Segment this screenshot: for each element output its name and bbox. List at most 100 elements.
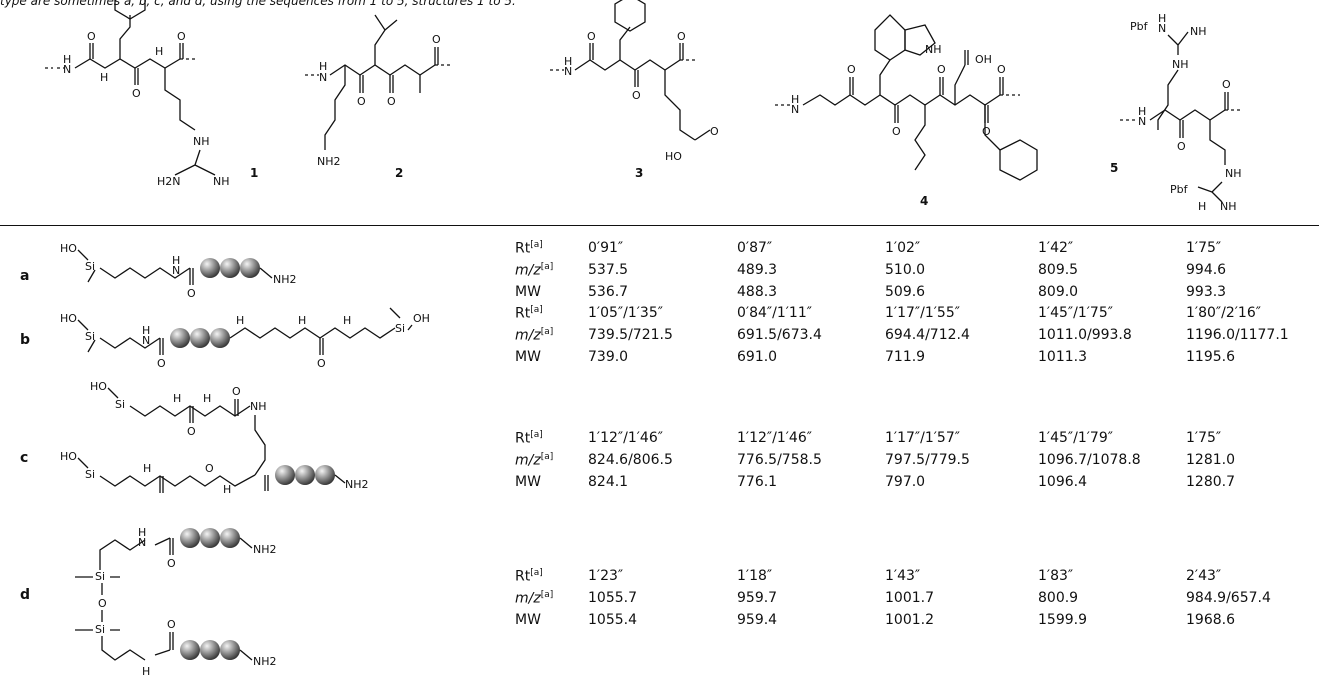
atom-label: OH	[975, 53, 992, 66]
footnote-marker: [a]	[530, 430, 543, 440]
atom-label: NH	[1220, 200, 1237, 213]
table-cell: 824.1	[588, 474, 629, 490]
atom-label: O	[677, 30, 686, 43]
atom-label: O	[87, 30, 96, 43]
table-cell: 1′45″/1′79″	[1038, 430, 1113, 446]
atom-label: H	[173, 392, 181, 405]
atom-label: O	[892, 125, 901, 138]
table-cell: 809.5	[1038, 262, 1079, 278]
row-label-b: b	[20, 332, 31, 348]
atom-label: H	[1158, 12, 1166, 25]
table-cell: 536.7	[588, 284, 629, 300]
table-cell: 691.5/673.4	[737, 327, 822, 343]
table-cell: 994.6	[1186, 262, 1227, 278]
atom-label: O	[232, 385, 241, 398]
table-cell: 537.5	[588, 262, 629, 278]
amino-acid-bead	[200, 258, 220, 278]
metric-label: MW	[515, 474, 541, 490]
metric-label: Rt[a]	[515, 240, 543, 257]
atom-label: NH	[1190, 25, 1207, 38]
amino-acid-bead	[220, 528, 240, 548]
table-cell: 1′43″	[885, 568, 921, 584]
table-cell: 739.5/721.5	[588, 327, 673, 343]
atom-label: Pbf	[1170, 183, 1189, 196]
linker-d: H N O NH2 Si O Si H O NH2	[75, 526, 277, 678]
atom-label: N	[138, 536, 146, 549]
amino-acid-bead	[190, 328, 210, 348]
atom-label: N	[1158, 22, 1166, 35]
atom-label: O	[432, 33, 441, 46]
table-cell: 776.1	[737, 474, 778, 490]
metric-label: MW	[515, 349, 541, 365]
table-cell: 984.9/657.4	[1186, 590, 1271, 606]
compound-number: 3	[635, 166, 643, 180]
structure-2: H N NH2 O O O 2	[305, 14, 450, 180]
atom-label: O	[187, 287, 196, 300]
atom-label: H	[319, 60, 327, 73]
metric-name: m/z	[515, 590, 541, 607]
atom-label: O	[387, 95, 396, 108]
atom-label: O	[997, 63, 1006, 76]
row-label-c: c	[20, 450, 29, 466]
compound-number: 5	[1110, 161, 1118, 175]
atom-label: Si	[85, 260, 95, 273]
atom-label: N	[564, 65, 572, 78]
table-cell: 0′84″/1′11″	[737, 305, 812, 321]
table-cell: 824.6/806.5	[588, 452, 673, 468]
table-rule	[0, 225, 1319, 226]
table-cell: 1′12″/1′46″	[588, 430, 663, 446]
table-cell: 739.0	[588, 349, 629, 365]
amino-acid-bead	[240, 258, 260, 278]
metric-name: MW	[515, 284, 541, 300]
atom-label: H	[63, 53, 71, 66]
table-cell: 1′75″	[1186, 240, 1222, 256]
atom-label: H	[343, 314, 351, 327]
atom-label: O	[937, 63, 946, 76]
atom-label: H2N	[157, 175, 181, 188]
atom-label: O	[187, 425, 196, 438]
metric-label: m/z[a]	[515, 452, 553, 469]
atom-label: O	[357, 95, 366, 108]
atom-label: NH2	[345, 478, 369, 491]
table-cell: 1′17″/1′55″	[885, 305, 960, 321]
metric-name: m/z	[515, 262, 541, 279]
table-cell: 1055.4	[588, 612, 637, 628]
atom-label: NH2	[317, 155, 341, 168]
atom-label: Si	[115, 398, 125, 411]
table-cell: 1968.6	[1186, 612, 1235, 628]
compound-number: 4	[920, 194, 928, 208]
table-cell: 1281.0	[1186, 452, 1235, 468]
metric-name: Rt	[515, 240, 531, 257]
table-cell: 1280.7	[1186, 474, 1235, 490]
atom-label: NH	[213, 175, 230, 188]
atom-label: H	[142, 665, 150, 678]
atom-label: H	[203, 392, 211, 405]
atom-label: O	[587, 30, 596, 43]
atom-label: H	[564, 55, 572, 68]
table-cell: 0′91″	[588, 240, 624, 256]
atom-label: O	[157, 357, 166, 370]
atom-label: O	[847, 63, 856, 76]
table-cell: 959.7	[737, 590, 778, 606]
atom-label: Pbf	[1130, 20, 1149, 33]
table-cell: 1′80″/2′16″	[1186, 305, 1261, 321]
atom-label: Si	[95, 570, 105, 583]
atom-label: H	[791, 93, 799, 106]
amino-acid-bead	[170, 328, 190, 348]
amino-acid-bead	[200, 640, 220, 660]
linker-b: HO Si H N O H H O H Si OH	[60, 307, 430, 370]
table-cell: 1001.2	[885, 612, 934, 628]
table-cell: 1′17″/1′57″	[885, 430, 960, 446]
amino-acid-bead	[220, 640, 240, 660]
atom-label: NH	[193, 135, 210, 148]
atom-label: Si	[395, 322, 405, 335]
amino-acid-bead	[210, 328, 230, 348]
table-cell: 1′05″/1′35″	[588, 305, 663, 321]
table-cell: 510.0	[885, 262, 926, 278]
atom-label: N	[142, 334, 150, 347]
table-cell: 959.4	[737, 612, 778, 628]
table-cell: 691.0	[737, 349, 778, 365]
footnote-marker: [a]	[530, 240, 543, 250]
table-cell: 694.4/712.4	[885, 327, 970, 343]
atom-label: NH	[925, 43, 942, 56]
